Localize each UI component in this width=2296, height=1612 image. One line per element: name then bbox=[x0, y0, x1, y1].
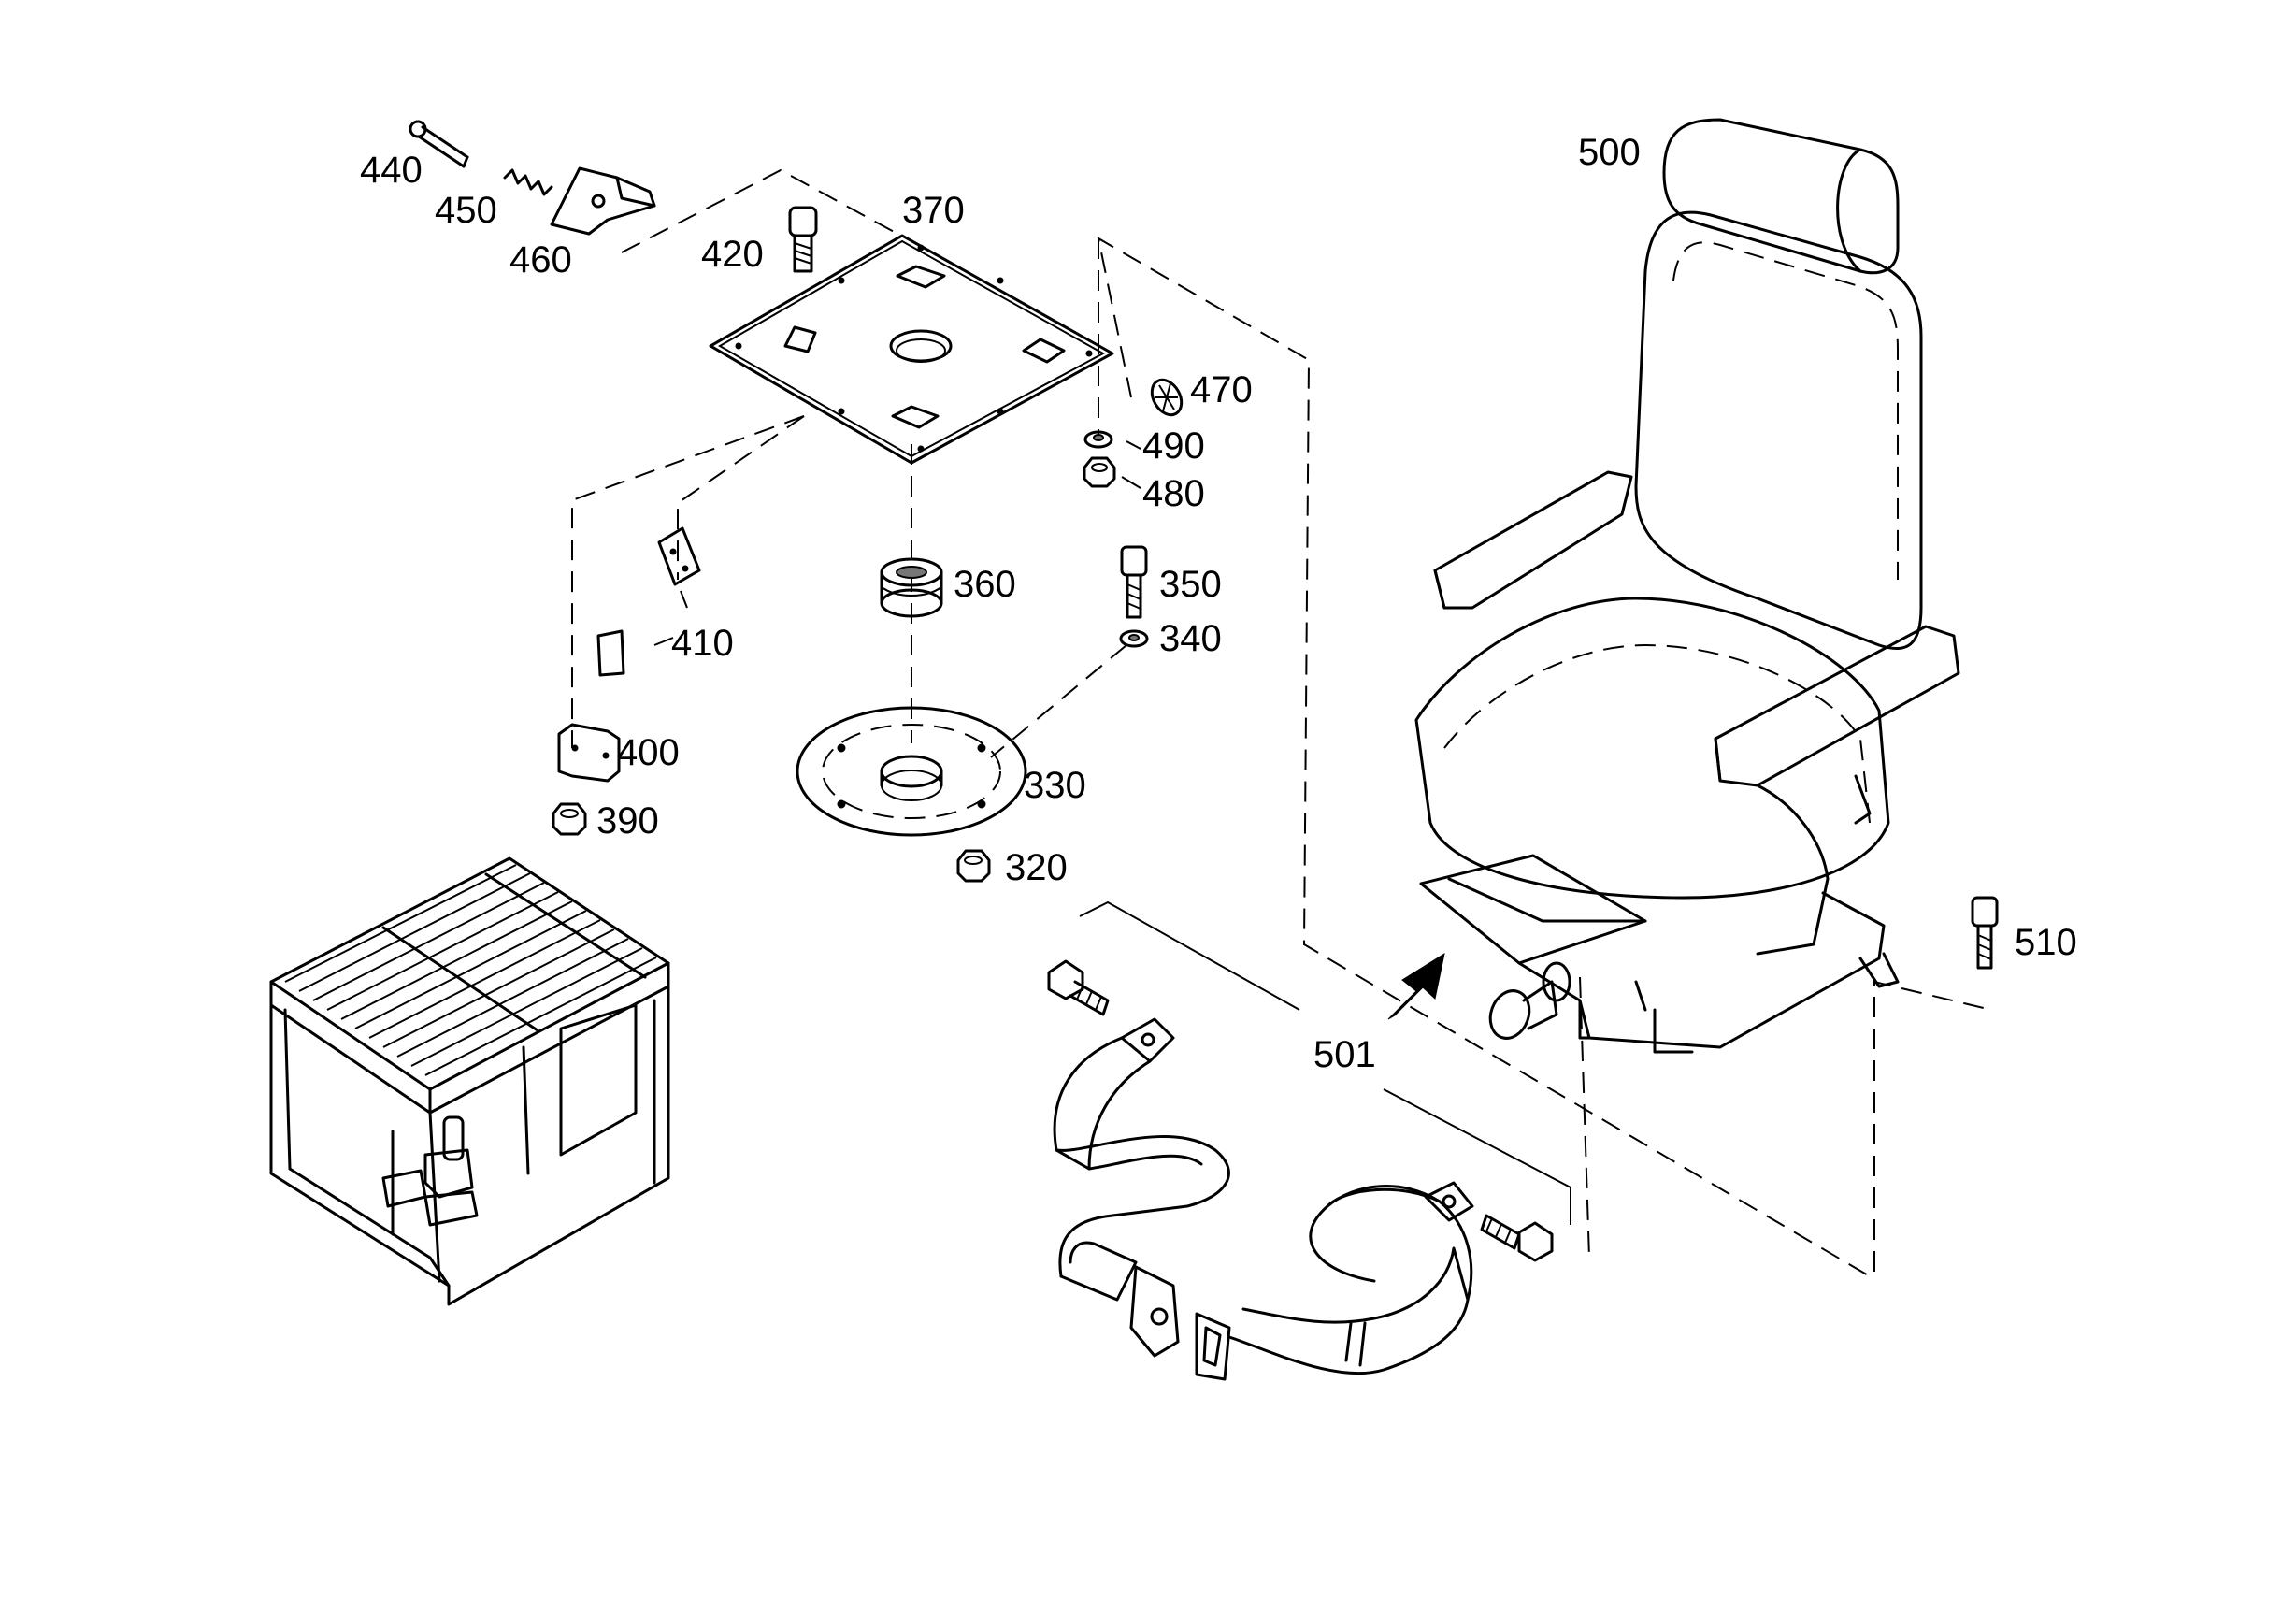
shim-410-part bbox=[596, 526, 701, 677]
callout-410: 410 bbox=[671, 623, 734, 664]
seat-belt-501-part bbox=[1047, 900, 1571, 1381]
bolt-420-part bbox=[788, 206, 818, 273]
washer-490-part bbox=[1083, 430, 1113, 449]
cab-overview-illustration bbox=[269, 856, 670, 1306]
callout-450: 450 bbox=[435, 190, 497, 231]
callout-370: 370 bbox=[902, 190, 965, 231]
callout-480: 480 bbox=[1142, 473, 1205, 514]
callout-501: 501 bbox=[1313, 1034, 1376, 1075]
nut-320-part bbox=[956, 849, 991, 883]
callout-320: 320 bbox=[1005, 847, 1068, 888]
pin-440-part bbox=[409, 120, 469, 168]
callout-leaders bbox=[653, 440, 1141, 646]
callout-340: 340 bbox=[1159, 618, 1222, 659]
callout-350: 350 bbox=[1159, 564, 1222, 605]
nut-480-part bbox=[1083, 456, 1116, 488]
knob-470-part bbox=[1150, 378, 1184, 417]
bolt-350-part bbox=[1120, 545, 1148, 619]
bolt-510-part bbox=[1971, 896, 1999, 970]
callout-490: 490 bbox=[1142, 425, 1205, 467]
assembly-guide-lines bbox=[571, 168, 1992, 1277]
nut-390-part bbox=[552, 802, 587, 836]
spring-450-part bbox=[503, 168, 553, 196]
seat-500-part bbox=[1414, 118, 1960, 1054]
callout-330: 330 bbox=[1024, 765, 1086, 806]
callout-390: 390 bbox=[596, 800, 659, 842]
callout-500: 500 bbox=[1578, 132, 1641, 173]
callout-420: 420 bbox=[701, 234, 764, 275]
mounting-plate-370-part bbox=[709, 234, 1114, 465]
callout-470: 470 bbox=[1190, 369, 1253, 410]
callout-440: 440 bbox=[360, 150, 423, 191]
direction-arrow-icon bbox=[1387, 952, 1445, 1020]
bracket-400-part bbox=[557, 723, 621, 783]
washer-340-part bbox=[1119, 629, 1149, 648]
callout-510: 510 bbox=[2015, 922, 2077, 963]
callout-460: 460 bbox=[509, 239, 572, 281]
latch-460-part bbox=[550, 166, 656, 236]
callout-360: 360 bbox=[954, 564, 1016, 605]
swivel-plate-330-part bbox=[796, 706, 1027, 837]
rubber-mount-360-part bbox=[880, 557, 943, 618]
callout-400: 400 bbox=[617, 732, 680, 773]
